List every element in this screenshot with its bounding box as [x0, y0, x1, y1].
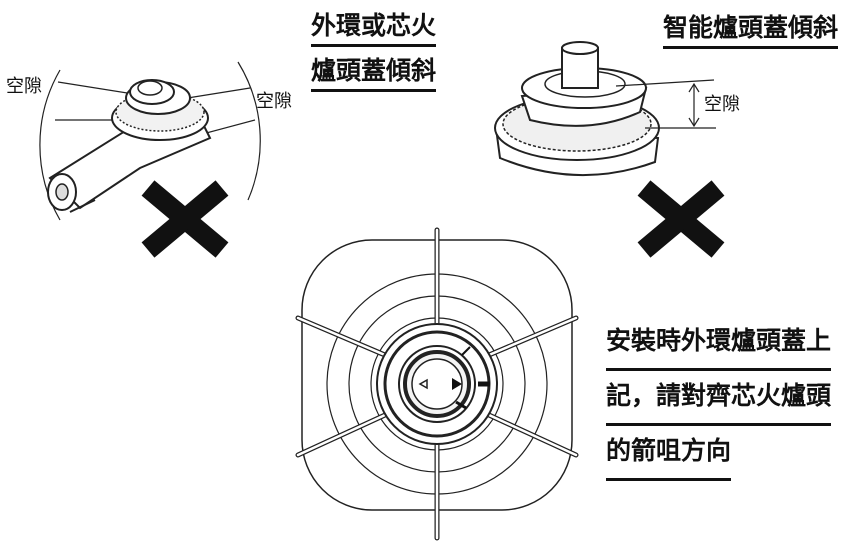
install-note: 安裝時外環爐頭蓋上 記，請對齊芯火爐頭 的箭咀方向: [606, 316, 832, 481]
gap-label-middle: 空隙: [256, 91, 292, 112]
left-title-line2: 爐頭蓋傾斜: [311, 55, 437, 92]
install-note-line2: 記，請對齊芯火爐頭: [606, 371, 832, 426]
right-title-text: 智能爐頭蓋傾斜: [663, 8, 839, 49]
gap-label-left: 空隙: [6, 76, 42, 97]
left-title: 外環或芯火 爐頭蓋傾斜: [311, 10, 437, 92]
install-note-line3: 的箭咀方向: [606, 426, 732, 481]
right-title: 智能爐頭蓋傾斜: [663, 8, 839, 49]
gap-label-right: 空隙: [704, 94, 740, 115]
install-note-line1: 安裝時外環爐頭蓋上: [606, 316, 832, 371]
left-title-line1: 外環或芯火: [311, 10, 437, 47]
